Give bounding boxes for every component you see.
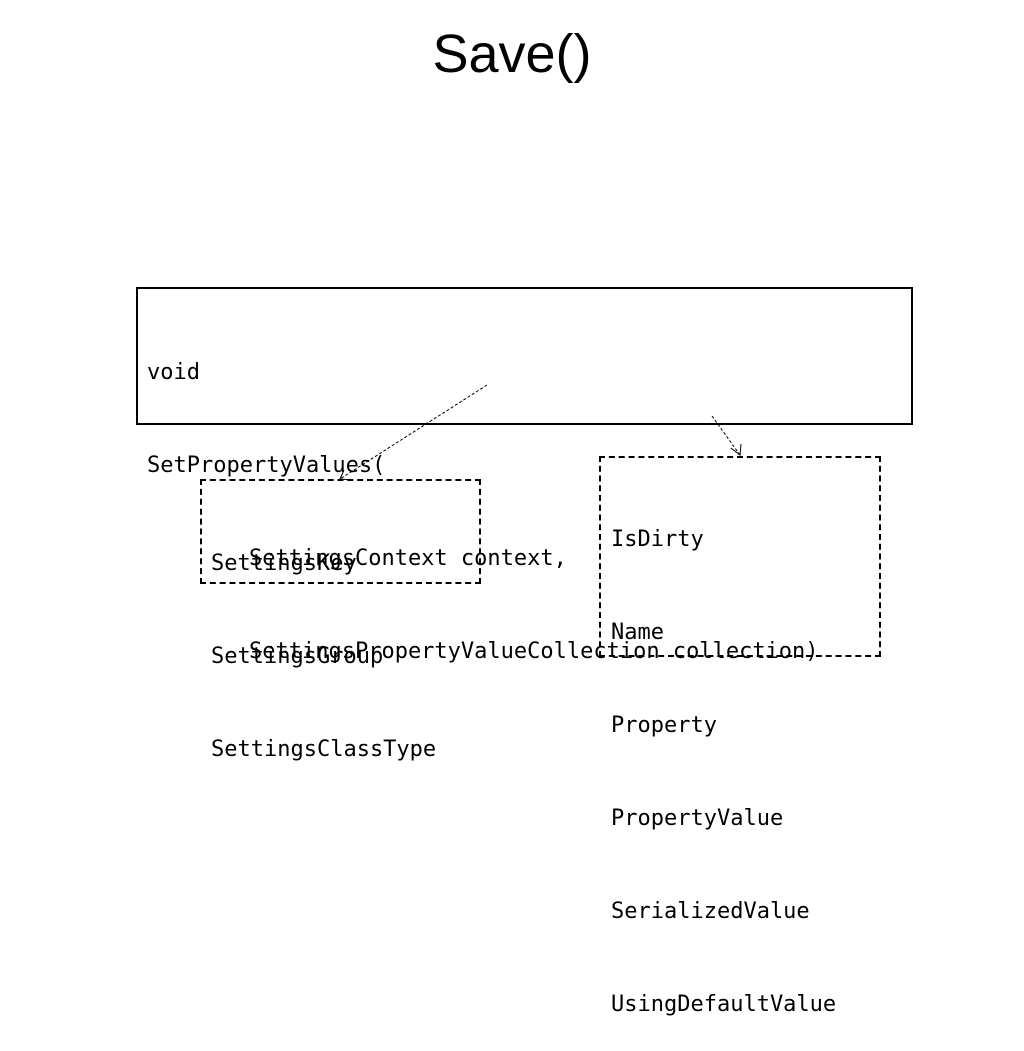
collection-property-item: IsDirty: [611, 527, 704, 552]
collection-parameter-line: SettingsPropertyValueCollection collecti…: [249, 639, 819, 664]
collection-property-item: UsingDefaultValue: [611, 992, 837, 1017]
collection-property-item: Name: [611, 620, 664, 645]
method-signature-box: void SetPropertyValues( SettingsContext …: [136, 287, 913, 664]
collection-property-item: PropertyValue: [611, 806, 784, 831]
context-property-item: SettingsGroup: [211, 644, 384, 669]
settings-context-properties-box: SettingsKey SettingsGroup SettingsClassT…: [200, 479, 481, 762]
property-value-collection-box: IsDirty Name Property PropertyValue Seri…: [599, 456, 881, 1017]
slide-title: Save(): [432, 24, 592, 84]
collection-property-item: SerializedValue: [611, 899, 810, 924]
context-parameter-line: SettingsContext context,: [249, 546, 567, 571]
collection-property-item: Property: [611, 713, 717, 738]
return-type-line: void: [147, 360, 200, 385]
context-property-item: SettingsKey: [211, 551, 357, 576]
context-property-item: SettingsClassType: [211, 737, 437, 762]
